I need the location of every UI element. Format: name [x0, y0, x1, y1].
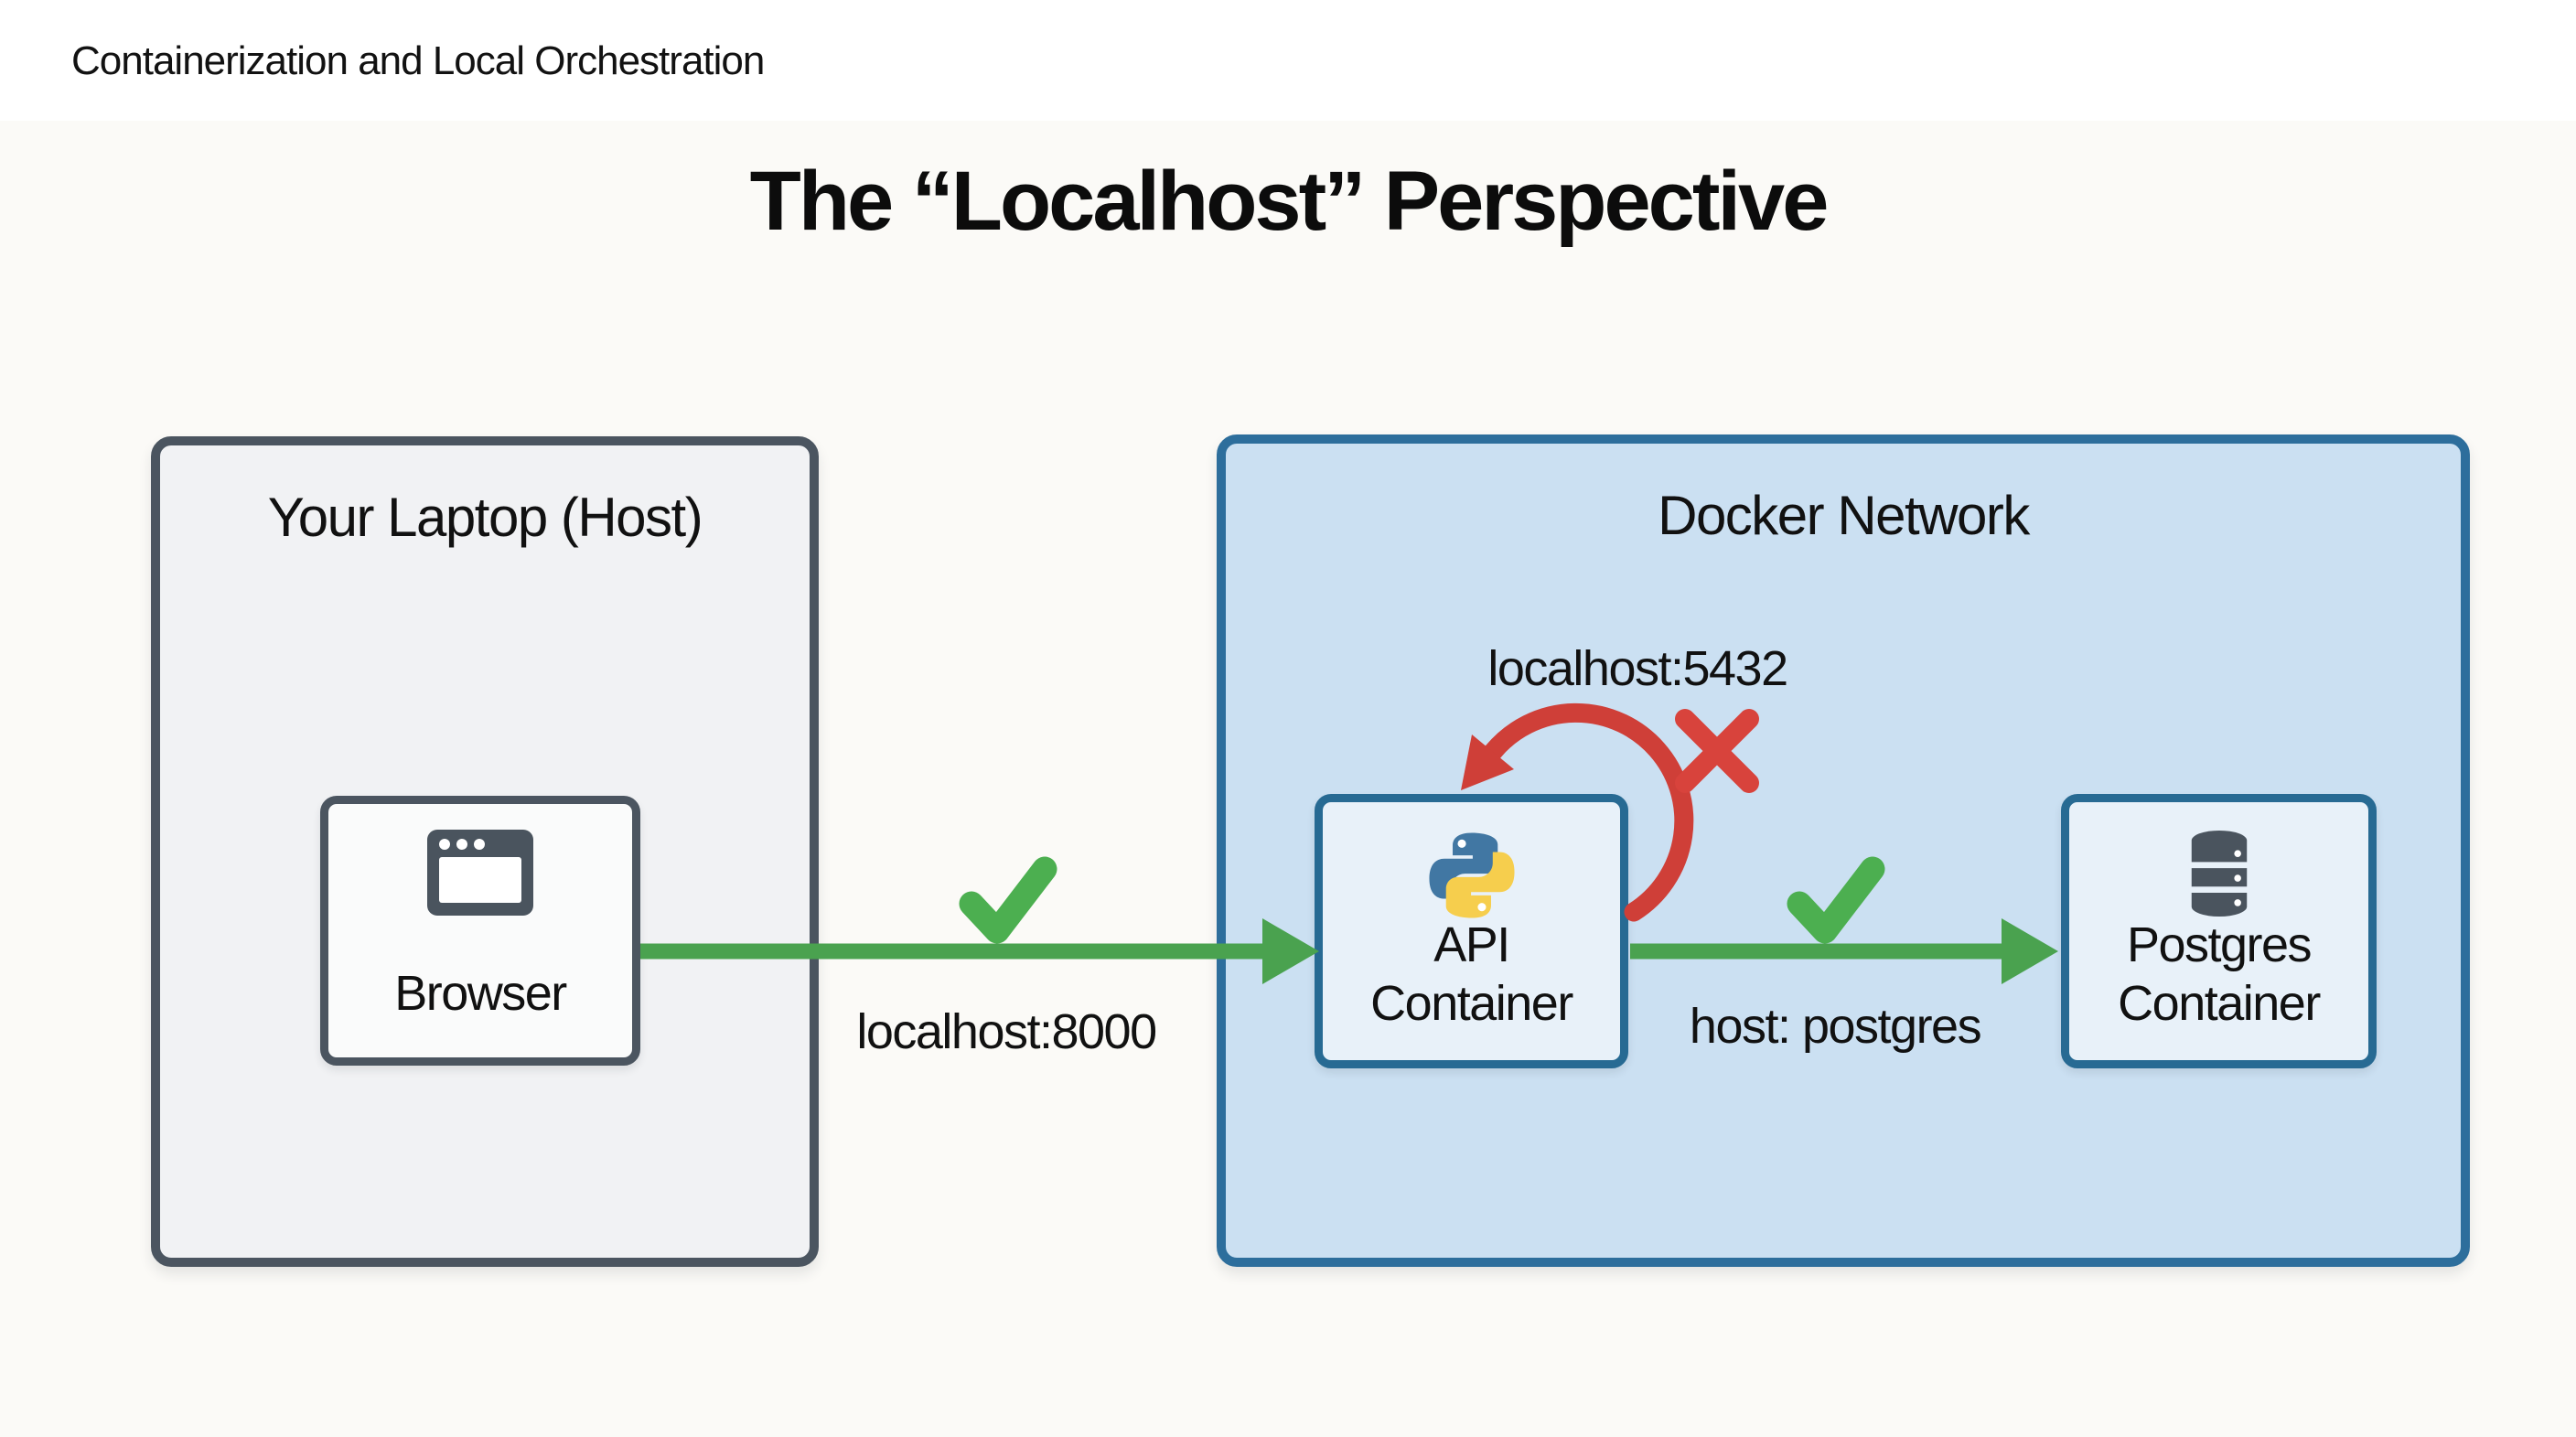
page-title: The “Localhost” Perspective: [749, 155, 1830, 248]
top-strip: [0, 0, 2576, 121]
browser-to-api-label: localhost:8000: [856, 1004, 1157, 1059]
browser-window-icon: [427, 830, 533, 920]
postgres-container-box: Postgres Container: [2061, 794, 2377, 1068]
host-box-title: Your Laptop (Host): [267, 487, 703, 548]
lesson-header: Containerization and Local Orchestration: [71, 38, 765, 83]
api-container-label: API Container: [1323, 916, 1620, 1033]
database-icon: [2181, 828, 2258, 924]
docker-network-title: Docker Network: [1658, 485, 2030, 546]
api-to-postgres-label: host: postgres: [1689, 999, 1982, 1054]
api-container-box: API Container: [1315, 794, 1628, 1068]
api-label-line1: API: [1433, 917, 1510, 972]
docker-network-box: Docker Network API Container: [1217, 434, 2470, 1267]
check-icon: [959, 856, 1057, 944]
browser-box: Browser: [320, 796, 640, 1066]
browser-label: Browser: [394, 966, 567, 1021]
python-icon: [1424, 828, 1519, 928]
postgres-container-label: Postgres Container: [2069, 916, 2368, 1033]
api-label-line2: Container: [1370, 976, 1573, 1031]
postgres-label-line1: Postgres: [2126, 917, 2313, 972]
loopback-label: localhost:5432: [1487, 641, 1788, 696]
host-box: Your Laptop (Host) Browser: [151, 436, 819, 1267]
postgres-label-line2: Container: [2118, 976, 2321, 1031]
